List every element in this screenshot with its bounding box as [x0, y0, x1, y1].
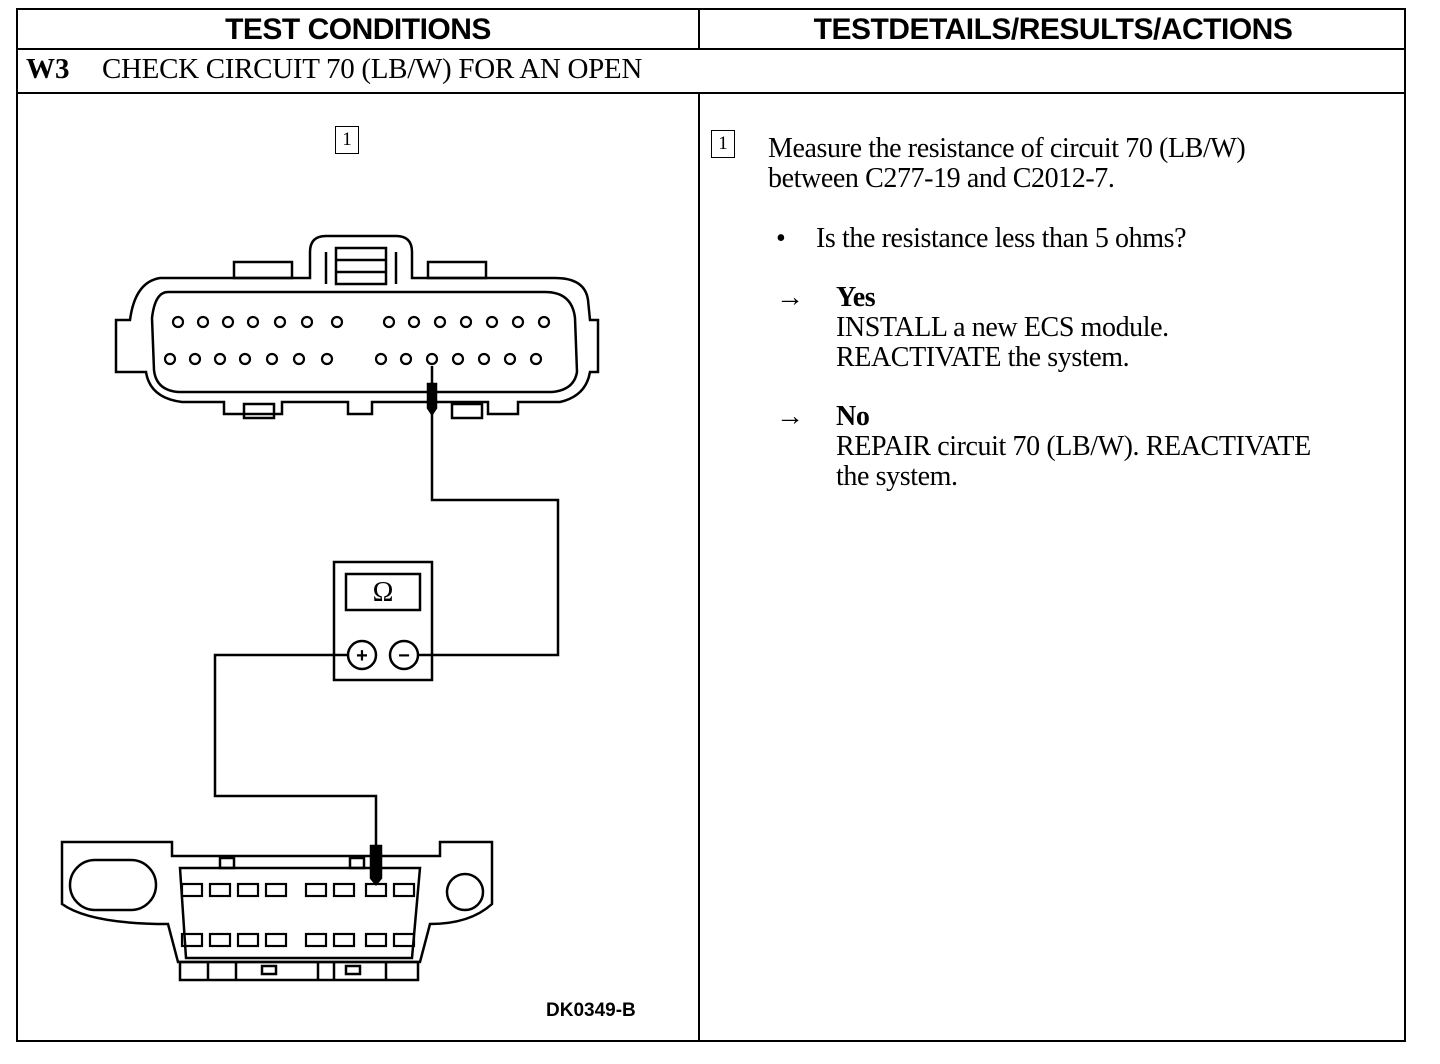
- meter-ohm-symbol: Ω: [373, 577, 394, 608]
- probe-lead-positive: [213, 653, 378, 848]
- no-arrow: →: [776, 401, 804, 432]
- step-title: CHECK CIRCUIT 70 (LB/W) FOR AN OPEN: [102, 53, 642, 85]
- no-action-2: the system.: [836, 461, 958, 492]
- header-test-conditions: TEST CONDITIONS: [225, 13, 491, 46]
- no-label: No: [836, 401, 870, 432]
- meter-minus-symbol: −: [398, 645, 410, 667]
- figure-code: DK0349-B: [546, 1000, 636, 1021]
- details-step-number: 1: [711, 130, 735, 158]
- no-action-1: REPAIR circuit 70 (LB/W). REACTIVATE: [836, 431, 1311, 462]
- probe-tip-negative: [426, 382, 438, 417]
- probe-tip-positive: [369, 844, 383, 886]
- c277-connector: [114, 234, 600, 420]
- diagram-step-number: 1: [335, 126, 359, 154]
- header-rule: [18, 48, 1404, 50]
- step-rule: [18, 92, 1404, 94]
- yes-action-2: REACTIVATE the system.: [836, 342, 1130, 373]
- header-test-details: TESTDETAILS/RESULTS/ACTIONS: [813, 13, 1293, 46]
- probe-lead-negative: [418, 366, 560, 657]
- procedure-table: TEST CONDITIONS TESTDETAILS/RESULTS/ACTI…: [16, 8, 1406, 1042]
- c2012-connector: [60, 840, 494, 982]
- question-text: Is the resistance less than 5 ohms?: [816, 223, 1187, 254]
- yes-label: Yes: [836, 282, 876, 313]
- instruction-line-1: Measure the resistance of circuit 70 (LB…: [768, 133, 1246, 164]
- yes-action-1: INSTALL a new ECS module.: [836, 312, 1169, 343]
- step-title-row: W3 CHECK CIRCUIT 70 (LB/W) FOR AN OPEN: [18, 49, 1404, 93]
- yes-arrow: →: [776, 282, 804, 313]
- header-divider: [698, 10, 700, 49]
- step-code: W3: [26, 53, 70, 85]
- c277-pins: [163, 315, 551, 366]
- meter-plus-symbol: +: [356, 645, 368, 667]
- column-divider: [698, 92, 700, 1042]
- c2012-pins: [180, 882, 416, 948]
- instruction-line-2: between C277-19 and C2012-7.: [768, 163, 1115, 194]
- question-bullet: •: [776, 223, 786, 254]
